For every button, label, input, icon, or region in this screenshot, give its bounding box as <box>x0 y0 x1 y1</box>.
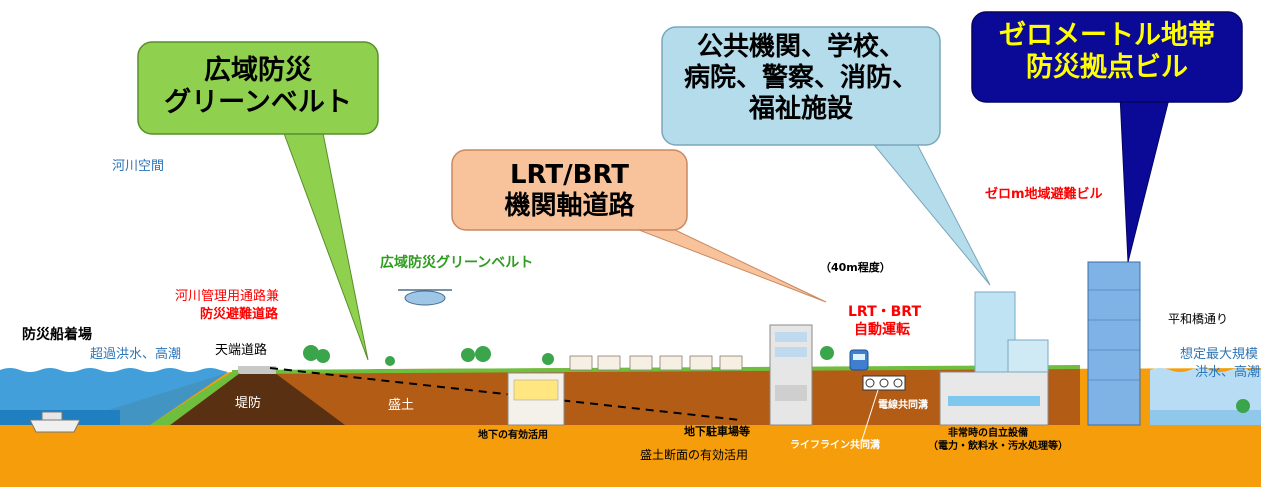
zero-callout-box <box>971 11 1243 103</box>
zero-m-building-label: ゼロm地域避難ビル <box>985 187 1103 202</box>
public-callout-line1: 公共機関、学校、 <box>696 32 905 62</box>
heiwa-bridge-label: 平和橋通り <box>1168 312 1229 326</box>
assumed-flood-label-1: 想定最大規模 <box>1180 347 1259 362</box>
river-road-label-2: 防災避難道路 <box>200 307 279 322</box>
public-callout-text: 公共機関、学校、 病院、警察、消防、 福祉施設 <box>662 32 940 126</box>
assumed-flood-label-2: 洪水、高潮 <box>1195 365 1261 380</box>
boat-landing-label: 防災船着場 <box>22 327 92 343</box>
lifeline-label: ライフライン共同溝 <box>790 440 880 451</box>
lrt-callout-line2: 機関軸道路 <box>504 191 635 222</box>
duct-pipe-3 <box>893 378 903 388</box>
levee-shape <box>170 373 345 425</box>
emergency-label-1: 非常時の自立設備 <box>948 428 1028 439</box>
parking-level <box>775 385 807 401</box>
section-use-label: 盛土断面の有効活用 <box>640 448 749 462</box>
underground-parking-label: 地下駐車場等 <box>684 425 750 438</box>
river-road-label-1: 河川管理用通路兼 <box>175 289 280 304</box>
greenbelt-callout-box <box>137 41 379 135</box>
parking-window-1 <box>775 332 807 342</box>
emergency-water-tank <box>948 396 1040 406</box>
boat <box>29 419 81 433</box>
greenbelt-callout-line1: 広域防災 <box>204 55 312 86</box>
lrt-tram-window <box>853 354 865 360</box>
lrt-auto-label-1: LRT・BRT <box>848 304 921 320</box>
greenbelt-label: 広域防災グリーンベルト <box>380 255 534 271</box>
zero-callout-tail <box>1119 94 1171 263</box>
river-space-label: 河川空間 <box>112 159 165 174</box>
fill-label: 盛土 <box>388 398 415 413</box>
trees <box>303 345 1250 413</box>
public-callout-line3: 福祉施設 <box>748 94 853 125</box>
lrt-callout-text: LRT/BRT 機関軸道路 <box>452 160 687 222</box>
greenbelt-callout-line2: グリーンベルト <box>164 87 352 119</box>
greenbelt-callout-text: 広域防災 グリーンベルト <box>138 55 378 120</box>
lifeline-duct <box>862 375 906 391</box>
greenbelt-callout-tail <box>281 127 369 361</box>
emergency-label-2: （電力・飲料水・汚水処理等） <box>928 441 1068 452</box>
top-road-label: 天端道路 <box>215 343 268 358</box>
zero-callout-line1: ゼロメートル地帯 <box>999 20 1215 51</box>
super-flood-label: 超過洪水、高潮 <box>90 347 182 362</box>
lifeline-leader <box>861 389 879 441</box>
helicopter <box>404 290 446 306</box>
lrt-callout-line1: LRT/BRT <box>509 160 630 190</box>
underground-box-1-window <box>513 379 559 401</box>
levee-label: 堤防 <box>235 396 262 411</box>
zero-callout-line2: 防災拠点ビル <box>1026 52 1188 84</box>
width-label: （40m程度） <box>820 261 891 274</box>
duct-pipe-2 <box>879 378 889 388</box>
flood-water-deep <box>1150 410 1261 425</box>
low-building <box>1007 339 1049 373</box>
zero-callout-text: ゼロメートル地帯 防災拠点ビル <box>972 20 1242 85</box>
duct-pipe-1 <box>865 378 875 388</box>
lrt-callout-box <box>451 149 688 231</box>
houses-row <box>569 355 743 371</box>
underground-dashed-line <box>269 367 741 421</box>
base-ground <box>0 425 1261 487</box>
public-callout-box <box>661 26 941 146</box>
levee-slope-grass <box>150 372 240 425</box>
top-road-surface <box>238 366 276 374</box>
disaster-base-building <box>1087 261 1141 426</box>
wire-duct-label: 電線共同溝 <box>878 400 928 411</box>
underground-use-label: 地下の有効活用 <box>478 430 548 441</box>
lrt-auto-label-2: 自動運転 <box>854 322 910 338</box>
boat-cabin <box>41 411 63 421</box>
parking-window-2 <box>775 347 807 357</box>
public-callout-line2: 病院、警察、消防、 <box>683 63 918 94</box>
